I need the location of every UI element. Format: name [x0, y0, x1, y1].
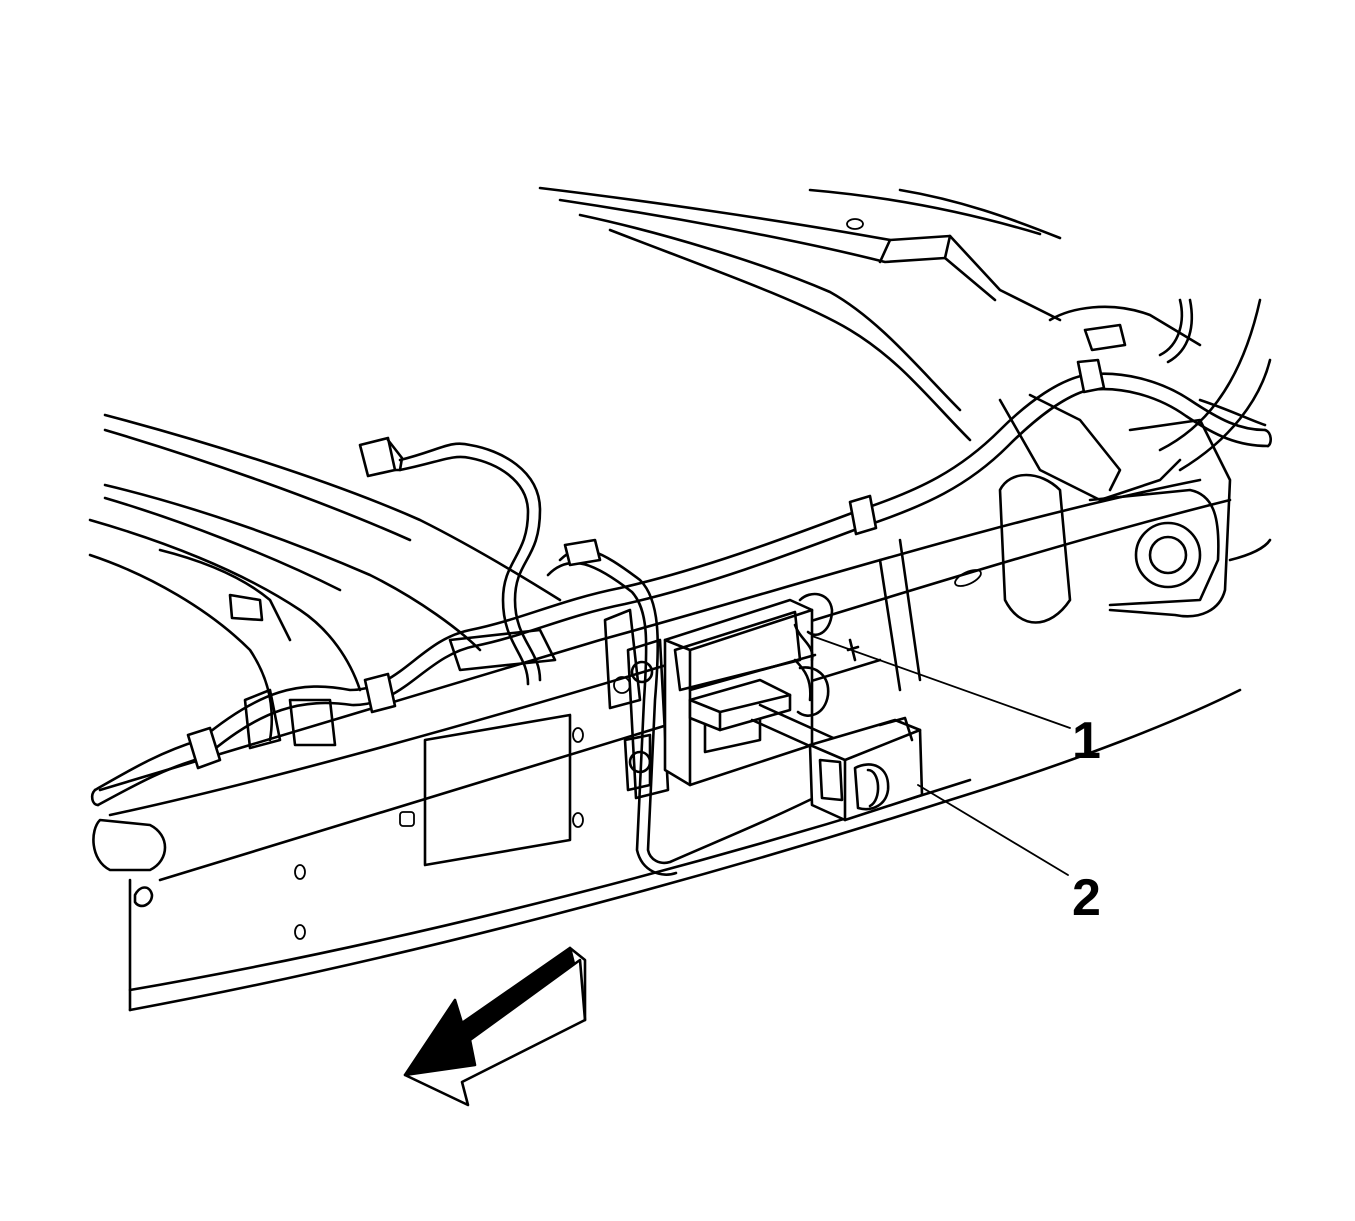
leader-lines	[811, 635, 1071, 876]
callout-2-label: 2	[1072, 869, 1101, 927]
upper-frame-rail	[538, 186, 1062, 442]
left-frame-rail	[88, 413, 562, 750]
front-arrow-icon	[403, 946, 587, 1107]
wire-harness	[90, 358, 1272, 876]
callout-1-label: 1	[1072, 712, 1101, 770]
rear-crossmember	[954, 298, 1272, 624]
mounting-bracket	[603, 608, 670, 800]
harness-connector	[750, 703, 924, 822]
